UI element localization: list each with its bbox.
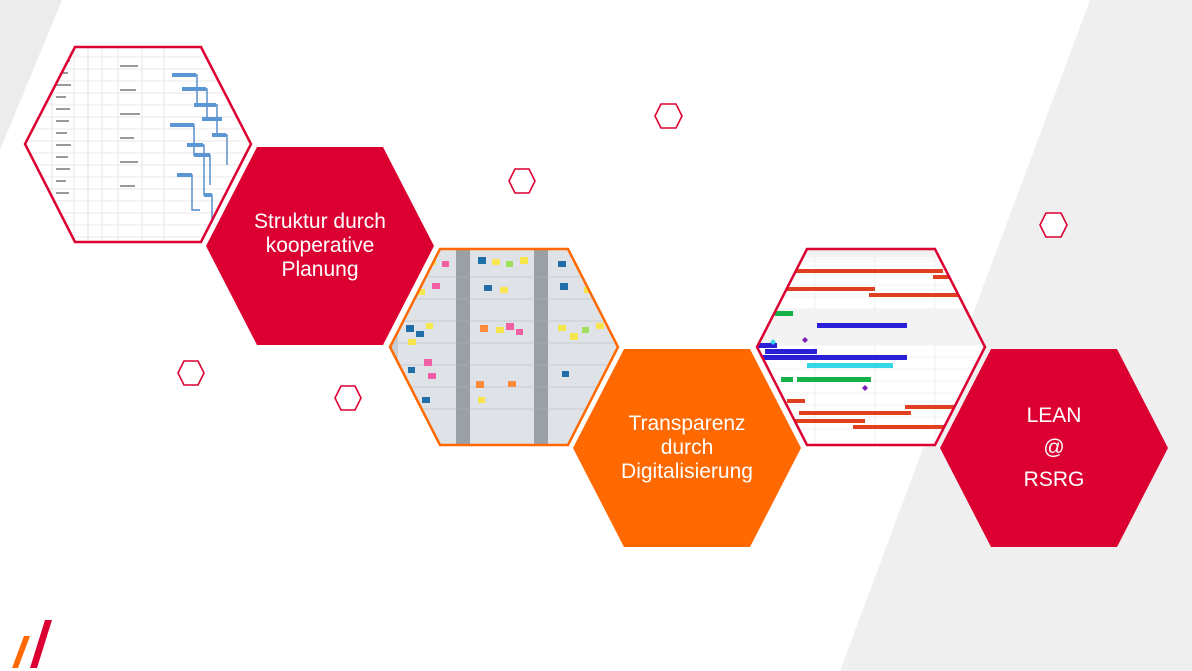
small-hexagon-outline [508, 168, 536, 194]
hexagon-transparenz-label: Transparenz durch Digitalisierung [582, 372, 792, 524]
struktur-line-3: Planung [281, 258, 359, 281]
small-hexagon-outline [334, 385, 362, 411]
hexagon-plan-image [23, 45, 253, 244]
struktur-line-1: Struktur durch [254, 210, 386, 233]
top-left-stripe [0, 0, 62, 150]
hexagon-struktur-label: Struktur durch kooperative Planung [215, 170, 425, 322]
small-hexagon-outline [177, 360, 205, 386]
hexagon-board-image [388, 247, 620, 447]
hexagon-transparenz [573, 349, 801, 547]
hexagon-struktur [206, 147, 434, 345]
struktur-line-2: kooperative [265, 234, 375, 257]
lean-line-2: @ [1043, 436, 1065, 459]
hexagon-lean [940, 349, 1168, 547]
small-hexagon-outline [654, 103, 683, 129]
rsrg-slash-logo [12, 620, 52, 668]
small-hexagon-outline [1039, 212, 1068, 238]
transparenz-line-3: Digitalisierung [621, 460, 753, 483]
transparenz-line-1: Transparenz [628, 412, 746, 435]
transparenz-line-2: durch [660, 436, 714, 459]
lean-line-1: LEAN [1026, 404, 1082, 427]
lean-line-3: RSRG [1023, 468, 1085, 491]
hexagon-digital-image [755, 247, 987, 447]
hexagon-lean-label: LEAN @ RSRG [949, 372, 1159, 524]
